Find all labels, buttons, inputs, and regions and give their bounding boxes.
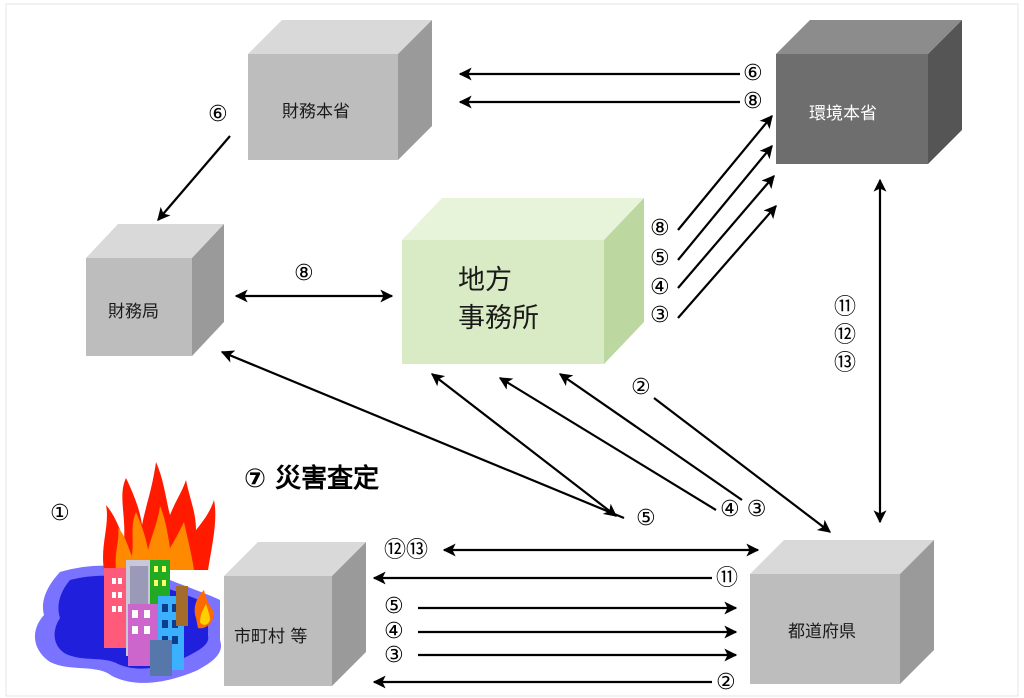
disaster-assessment-title: ⑦ 災害査定 bbox=[244, 464, 380, 494]
box-municipality-shape bbox=[224, 542, 366, 686]
box-regional-office-label: 地方 事務所 bbox=[458, 265, 539, 334]
label-env-pref-11: ⑪ bbox=[834, 295, 857, 320]
label-muni-pref-3: ③ bbox=[384, 643, 404, 668]
burning-buildings-icon bbox=[34, 462, 222, 683]
box-prefecture-label: 都道府県 bbox=[788, 622, 856, 642]
label-env-pref-13: ⑬ bbox=[834, 351, 857, 376]
label-muni-office-5: ⑤ bbox=[636, 506, 656, 531]
box-ministry-finance-label: 財務本省 bbox=[282, 102, 350, 122]
disaster-step-marker: ① bbox=[50, 501, 70, 526]
box-ministry-finance-shape bbox=[248, 20, 432, 160]
box-finance-bureau-shape bbox=[86, 224, 224, 356]
box-regional-office-shape bbox=[402, 198, 644, 364]
arrow-mof-to-bureau bbox=[157, 135, 231, 221]
label-muni-pref-11: ⑪ bbox=[716, 566, 739, 591]
label-env-mof-8: ⑧ bbox=[743, 89, 763, 114]
label-office-env-3: ③ bbox=[650, 303, 670, 328]
label-pref-office-43: ④ ③ bbox=[720, 497, 767, 522]
label-bureau-office: ⑧ bbox=[294, 261, 314, 286]
label-muni-pref-2: ② bbox=[716, 670, 736, 695]
box-ministry-environment-label: 環境本省 bbox=[809, 104, 877, 124]
label-muni-pref-4: ④ bbox=[384, 619, 404, 644]
arrow-pref-office-4 bbox=[498, 377, 717, 511]
frame-border bbox=[5, 3, 1019, 697]
label-office-env-8: ⑧ bbox=[650, 216, 670, 241]
arrow-office-env-4 bbox=[677, 175, 775, 289]
arrow-pref-office-3 bbox=[558, 373, 743, 501]
label-pref-office-2: ② bbox=[631, 375, 651, 400]
arrows bbox=[157, 67, 887, 689]
box-finance-bureau-label: 財務局 bbox=[108, 302, 159, 322]
arrow-office-env-3 bbox=[677, 205, 777, 319]
label-env-pref-12: ⑫ bbox=[834, 323, 857, 348]
arrow-office-env-8 bbox=[677, 114, 773, 231]
arrow-office-env-5 bbox=[677, 144, 773, 261]
arrow-office-5 bbox=[430, 373, 618, 517]
label-muni-pref-1213: ⑫⑬ bbox=[384, 538, 429, 563]
label-env-mof-6: ⑥ bbox=[743, 61, 763, 86]
box-municipality-label: 市町村 等 bbox=[234, 627, 308, 647]
arrow-office-pref-2 bbox=[653, 397, 832, 533]
label-mof-bureau: ⑥ bbox=[208, 102, 228, 127]
label-muni-pref-5: ⑤ bbox=[384, 594, 404, 619]
box-ministry-environment-shape bbox=[776, 20, 962, 164]
label-office-env-4: ④ bbox=[650, 275, 670, 300]
box-prefecture-shape bbox=[750, 540, 934, 684]
label-office-env-5: ⑤ bbox=[650, 246, 670, 271]
